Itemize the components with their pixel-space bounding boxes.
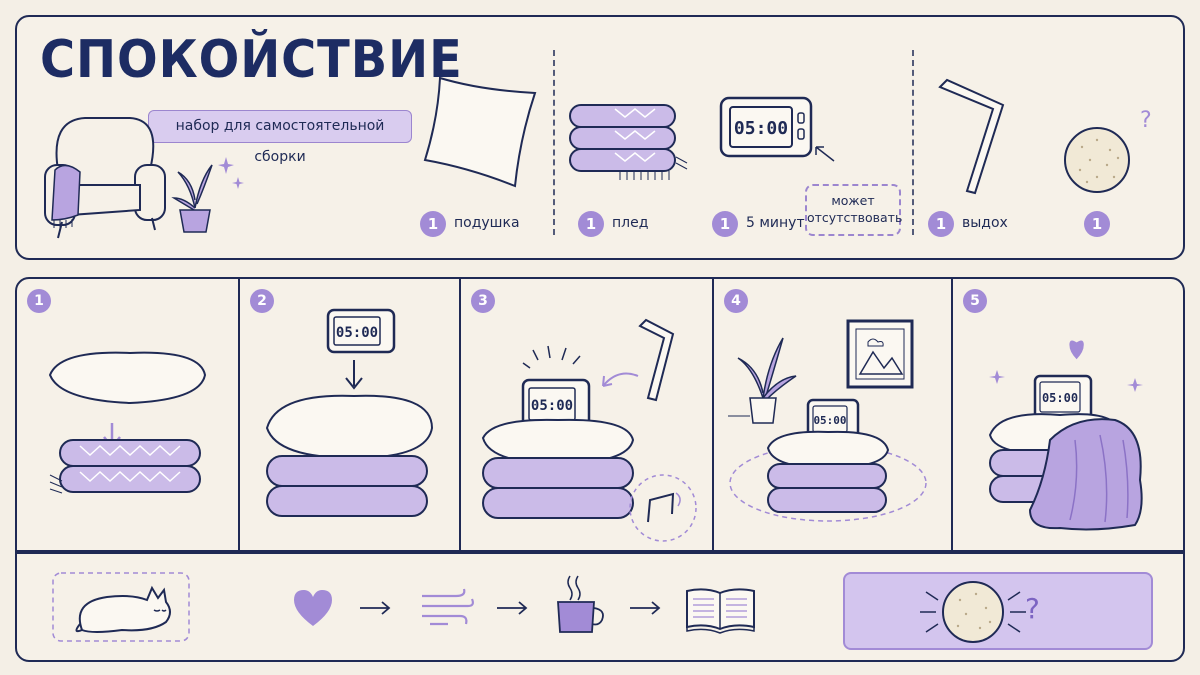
step-number-badge: 3 <box>471 289 495 313</box>
heart-icon <box>294 590 332 626</box>
potted-plant-icon <box>171 164 213 233</box>
part-label-blanket: плед <box>612 215 649 231</box>
part-count-badge: 1 <box>578 211 604 237</box>
part-count-badge: 1 <box>420 211 446 237</box>
ball-icon <box>920 581 1026 643</box>
hex-key-icon <box>938 78 1005 195</box>
kit-subtitle-badge: набор для самостоятельной сборки <box>148 110 412 165</box>
tea-cup-icon <box>557 575 604 633</box>
arrow-right-icon <box>497 601 528 615</box>
clock-icon: 05:00 <box>719 96 813 158</box>
clock-display: 05:00 <box>531 398 573 414</box>
step-1-illustration <box>48 351 207 494</box>
open-book-icon <box>686 588 755 634</box>
part-count-badge: 1 <box>1084 211 1110 237</box>
part-count-badge: 1 <box>712 211 738 237</box>
divider <box>553 50 555 235</box>
step-number-badge: 1 <box>27 289 51 313</box>
page-title: СПОКОЙСТВИЕ <box>40 30 463 90</box>
may-be-missing-note: может отсутствовать <box>805 184 902 236</box>
step-2-illustration: 05:00 <box>265 308 434 517</box>
step-number-badge: 5 <box>963 289 987 313</box>
arrow-right-icon <box>360 601 391 615</box>
clock-display: 05:00 <box>813 414 846 427</box>
wind-icon <box>422 588 474 626</box>
clock-display: 05:00 <box>734 118 788 139</box>
step-4-illustration: 05:00 <box>728 319 927 522</box>
sleeping-cat-icon <box>52 572 190 642</box>
part-label-time: 5 минут <box>746 215 805 231</box>
sparkle-icon <box>218 157 244 189</box>
step-number-badge: 4 <box>724 289 748 313</box>
divider <box>912 50 914 235</box>
clock-display: 05:00 <box>1042 391 1078 405</box>
blanket-icon <box>569 104 688 180</box>
arrow-icon <box>815 146 835 162</box>
pillow-icon <box>423 76 537 188</box>
step-3-illustration: 05:00 <box>481 318 697 542</box>
clock-display: 05:00 <box>336 325 378 341</box>
arrow-right-icon <box>630 601 661 615</box>
part-count-badge: 1 <box>928 211 954 237</box>
step-5-illustration: 05:00 <box>988 340 1143 531</box>
step-number-badge: 2 <box>250 289 274 313</box>
part-label-exhale: выдох <box>962 215 1008 231</box>
ball-icon <box>1064 127 1130 193</box>
armchair-icon <box>44 117 166 239</box>
question-mark-icon: ? <box>1025 592 1040 625</box>
part-label-pillow: подушка <box>454 215 520 231</box>
question-mark-icon: ? <box>1140 108 1152 133</box>
